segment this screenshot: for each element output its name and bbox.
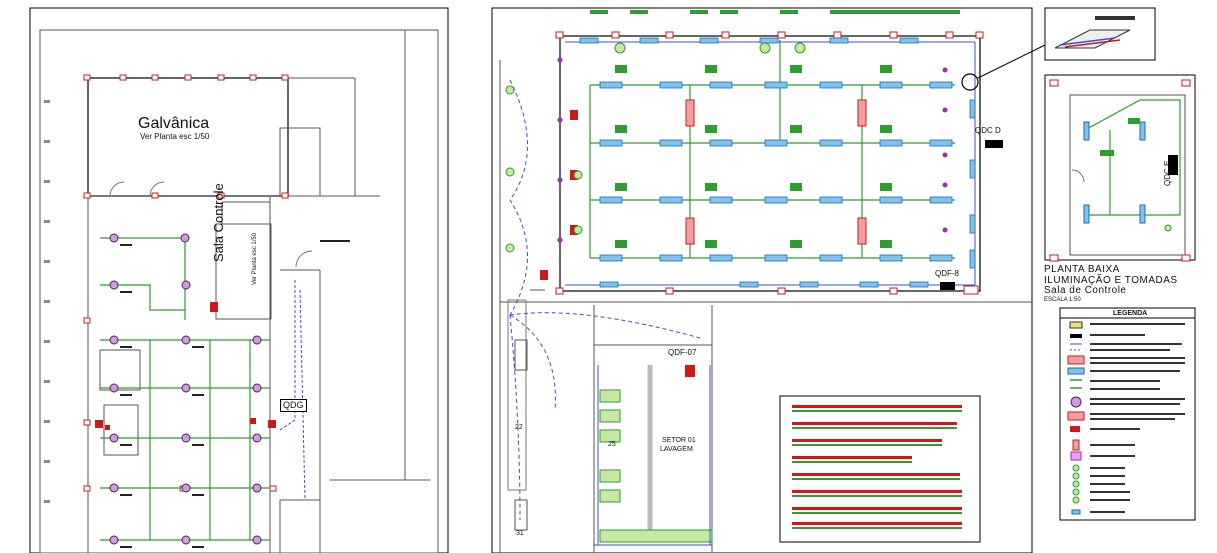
left-tag-marks [120,240,350,548]
right-red-units [685,99,867,245]
qdc-e-label: QDC E [1163,160,1172,186]
door-arc-1 [109,181,125,197]
galvanica-subtitle: Ver Planta esc 1/50 [140,132,210,141]
room-number-25: 25 [608,441,616,448]
qdf-8-symbol [940,282,955,290]
right-circuits [589,40,955,259]
detail-plan-title: PLANTA BAIXA [1044,264,1120,275]
room-number-31: 31 [516,530,524,537]
right-column-markers [555,31,984,295]
detail-plan-room: Sala de Controle [1044,285,1127,296]
detail-callout-circle [961,73,979,91]
door-arc-2 [149,181,165,197]
left-lamps [109,233,262,545]
left-margin-ticks [44,100,50,503]
qdf-07-label: QDF-07 [668,348,697,357]
right-switch-devices [505,42,806,253]
sala-controle-subtitle: Ver Planta esc 1/50 [252,232,258,285]
setor-label-2: LAVAGEM [660,446,693,453]
bottom-conduit [597,365,711,546]
qdf-8-label: QDF-8 [935,269,959,278]
circuit-table-rows [792,405,962,529]
legend-text-lines [1090,323,1185,513]
door-arc-3 [295,250,313,268]
legend-title: LEGENDA [1113,310,1148,317]
legend-symbols [1067,321,1085,515]
bottom-zone [514,339,713,543]
detail-plan-scale: ESCALA 1:50 [1044,297,1081,303]
left-building-walls [39,29,439,553]
right-conduit-arcs [509,79,701,521]
setor-label-1: SETOR 01 [662,437,696,444]
detail-plan-subtitle: ILUMINAÇÃO E TOMADAS [1044,275,1178,286]
right-fixtures [579,37,976,288]
qdc-d-label: QDC D [975,126,1001,135]
sheet-frame-left [29,7,449,553]
circuit-table [779,395,981,543]
right-building-walls [499,35,1032,553]
left-conduit-dashed [279,280,306,501]
sala-controle-title: Sala Controle [211,183,226,262]
detail-leader-line [977,44,1046,79]
room-number-22: 22 [515,424,523,431]
sala-controle-plan [1049,79,1191,262]
qdc-d-symbol [985,140,1003,148]
right-perimeter-conduit [565,41,976,286]
left-outlets [95,302,276,430]
qdg-label: QDG [280,399,307,412]
galvanica-title: Galvânica [138,115,210,132]
right-lamps [557,57,948,243]
detail-iso-drawing [1054,16,1135,49]
